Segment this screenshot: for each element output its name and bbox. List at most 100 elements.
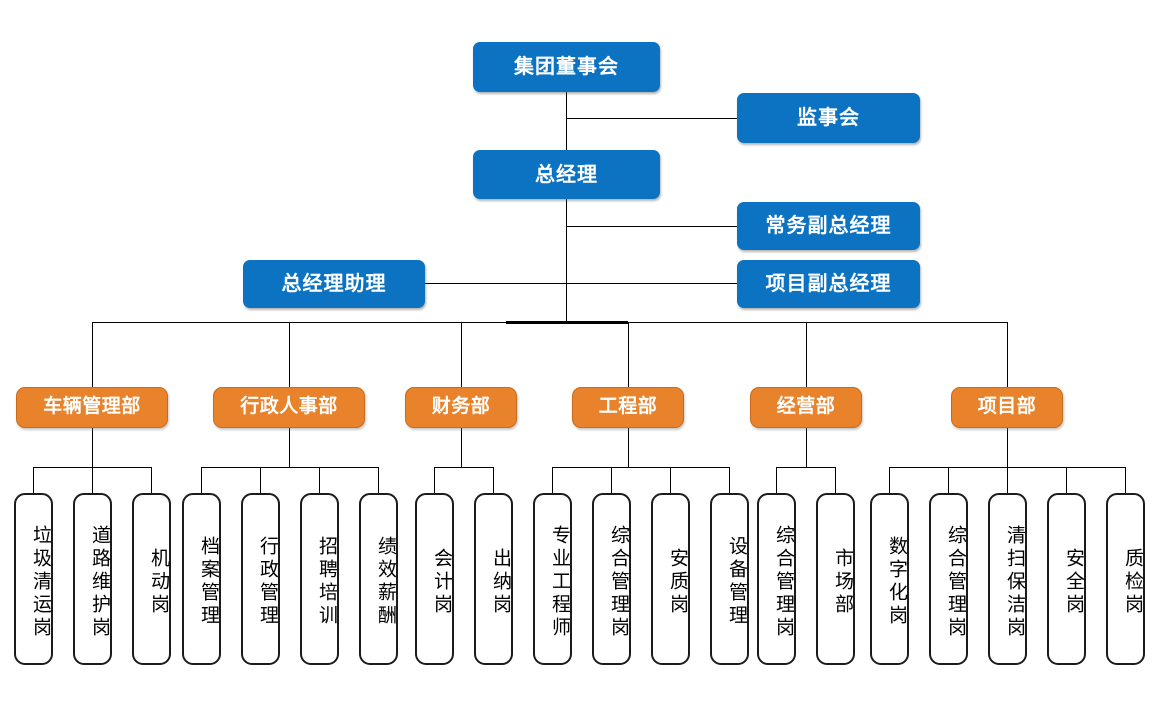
dept-admin-hr-drop-3	[319, 467, 320, 493]
dept-vehicle-drop-3	[151, 467, 152, 493]
node-general-manager-assistant-label: 总经理助理	[281, 273, 387, 295]
node-post-label: 安质岗	[667, 547, 689, 617]
dept-engineering-drop-3	[670, 467, 671, 493]
connector-trunk-to-project-deputy	[566, 283, 737, 284]
node-department-admin-hr[interactable]: 行政人事部	[213, 387, 365, 428]
dept-engineering-drop-2	[611, 467, 612, 493]
node-post-professional-engineer[interactable]: 专业工程师	[533, 493, 572, 665]
drop-to-dept-engineering	[628, 322, 629, 387]
node-post-quality-inspection[interactable]: 质检岗	[1106, 493, 1145, 665]
node-post-label: 专业工程师	[549, 524, 571, 640]
node-post-label: 市场部	[832, 547, 854, 617]
dept-finance-drop-2	[493, 467, 494, 493]
node-executive-deputy-manager[interactable]: 常务副总经理	[737, 202, 920, 250]
node-post-label: 质检岗	[1122, 547, 1144, 617]
dept-admin-hr-drop-2	[260, 467, 261, 493]
dept-project-drop-3	[1007, 467, 1008, 493]
connector-assistant-to-trunk	[425, 283, 566, 284]
connector-board-to-gm	[566, 92, 567, 150]
dept-project-drop-4	[1066, 467, 1067, 493]
node-post-label: 档案管理	[198, 536, 220, 628]
node-department-finance-label: 财务部	[431, 396, 491, 418]
node-post-label: 数字化岗	[886, 536, 908, 628]
node-board[interactable]: 集团董事会	[473, 42, 660, 92]
dept-admin-hr-drop-4	[378, 467, 379, 493]
node-executive-deputy-manager-label: 常务副总经理	[765, 215, 892, 237]
node-post-road-maintenance[interactable]: 道路维护岗	[73, 493, 112, 665]
connector-trunk-to-exec-deputy	[566, 226, 737, 227]
node-post-label: 清扫保洁岗	[1004, 524, 1026, 640]
node-project-deputy-manager[interactable]: 项目副总经理	[737, 260, 920, 308]
node-department-engineering[interactable]: 工程部	[572, 387, 684, 428]
dept-operations-stem	[806, 428, 807, 467]
node-post-label: 道路维护岗	[89, 524, 111, 640]
node-post-label: 招聘培训	[316, 536, 338, 628]
node-post-label: 设备管理	[726, 536, 748, 628]
dept-vehicle-stem	[92, 428, 93, 467]
department-bus-bar-emphasis	[506, 321, 628, 324]
node-department-operations-label: 经营部	[776, 396, 836, 418]
dept-finance-stem	[461, 428, 462, 467]
drop-to-dept-admin-hr	[289, 322, 290, 387]
dept-operations-drop-1	[776, 467, 777, 493]
dept-project-drop-1	[889, 467, 890, 493]
node-post-label: 综合管理岗	[773, 524, 795, 640]
drop-to-dept-project	[1007, 322, 1008, 387]
drop-to-dept-vehicle	[92, 322, 93, 387]
dept-engineering-bus	[552, 467, 729, 468]
node-post-project-general-management[interactable]: 综合管理岗	[929, 493, 968, 665]
node-general-manager-assistant[interactable]: 总经理助理	[243, 260, 425, 308]
dept-admin-hr-drop-1	[201, 467, 202, 493]
dept-project-drop-2	[948, 467, 949, 493]
node-post-label: 绩效薪酬	[375, 536, 397, 628]
node-post-label: 综合管理岗	[608, 524, 630, 640]
node-project-deputy-manager-label: 项目副总经理	[765, 273, 892, 295]
node-supervisory-board[interactable]: 监事会	[737, 93, 920, 143]
node-department-vehicle-label: 车辆管理部	[43, 396, 141, 418]
node-department-finance[interactable]: 财务部	[405, 387, 517, 428]
node-supervisory-board-label: 监事会	[797, 107, 860, 129]
node-post-label: 出纳岗	[490, 547, 512, 617]
node-department-operations[interactable]: 经营部	[750, 387, 862, 428]
node-post-performance-compensation[interactable]: 绩效薪酬	[359, 493, 398, 665]
dept-project-stem	[1007, 428, 1008, 467]
dept-operations-drop-2	[835, 467, 836, 493]
node-general-manager[interactable]: 总经理	[473, 150, 660, 199]
dept-engineering-drop-4	[729, 467, 730, 493]
node-post-label: 垃圾清运岗	[30, 524, 52, 640]
node-post-safety[interactable]: 安全岗	[1047, 493, 1086, 665]
connector-gm-to-lower	[566, 199, 567, 324]
node-post-operations-general-management[interactable]: 综合管理岗	[757, 493, 796, 665]
node-post-engineering-general-management[interactable]: 综合管理岗	[592, 493, 631, 665]
connector-gm-trunk-to-supervisory	[566, 118, 737, 119]
dept-vehicle-drop-1	[33, 467, 34, 493]
node-post-administrative-management[interactable]: 行政管理	[241, 493, 280, 665]
node-post-cleaning-sanitation[interactable]: 清扫保洁岗	[988, 493, 1027, 665]
node-post-mobile-duty[interactable]: 机动岗	[132, 493, 171, 665]
node-post-label: 会计岗	[431, 547, 453, 617]
node-department-project[interactable]: 项目部	[951, 387, 1063, 428]
node-post-archive-management[interactable]: 档案管理	[182, 493, 221, 665]
dept-operations-bus	[776, 467, 835, 468]
node-post-label: 综合管理岗	[945, 524, 967, 640]
dept-vehicle-drop-2	[92, 467, 93, 493]
dept-engineering-stem	[628, 428, 629, 467]
node-department-project-label: 项目部	[977, 396, 1037, 418]
node-post-marketing[interactable]: 市场部	[816, 493, 855, 665]
dept-admin-hr-bus	[201, 467, 378, 468]
dept-project-drop-5	[1125, 467, 1126, 493]
node-department-vehicle[interactable]: 车辆管理部	[16, 387, 168, 428]
node-post-cashier[interactable]: 出纳岗	[474, 493, 513, 665]
node-post-label: 安全岗	[1063, 547, 1085, 617]
node-department-admin-hr-label: 行政人事部	[240, 396, 338, 418]
node-post-safety-quality[interactable]: 安质岗	[651, 493, 690, 665]
node-post-garbage-transport[interactable]: 垃圾清运岗	[14, 493, 53, 665]
node-general-manager-label: 总经理	[535, 163, 598, 186]
node-department-engineering-label: 工程部	[598, 396, 658, 418]
node-post-recruitment-training[interactable]: 招聘培训	[300, 493, 339, 665]
node-post-digitalization[interactable]: 数字化岗	[870, 493, 909, 665]
node-post-equipment-management[interactable]: 设备管理	[710, 493, 749, 665]
node-post-accounting[interactable]: 会计岗	[415, 493, 454, 665]
drop-to-dept-finance	[461, 322, 462, 387]
